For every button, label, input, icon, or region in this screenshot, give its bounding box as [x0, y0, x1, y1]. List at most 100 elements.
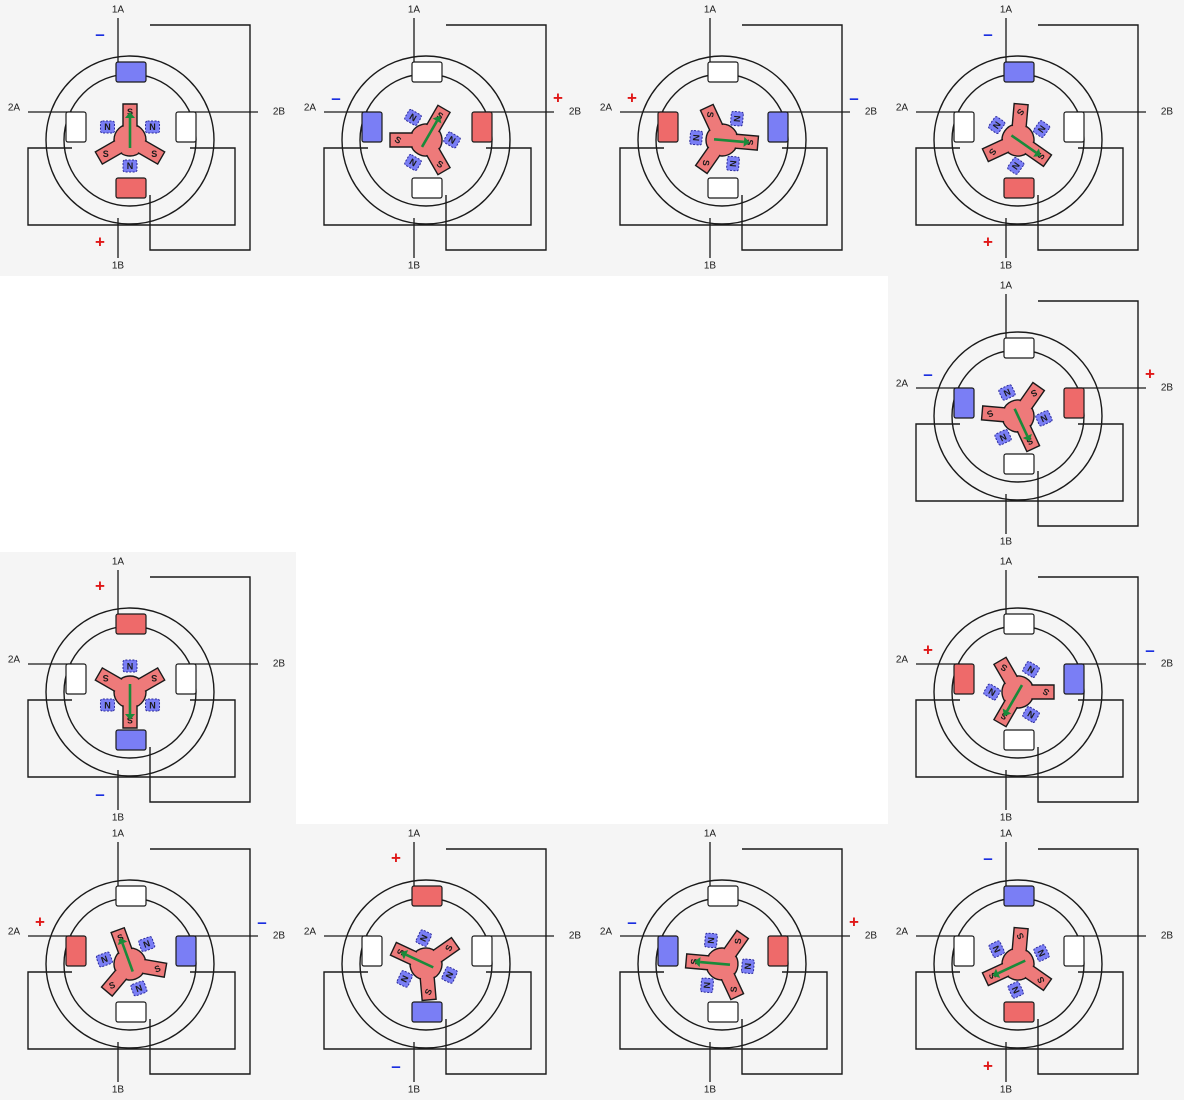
- stator-pole-top: [1003, 613, 1035, 635]
- panel-background: [888, 824, 1184, 1100]
- winding-2-wire: [915, 699, 1124, 778]
- stator-pole-left: [65, 111, 87, 143]
- stator-pole-bottom: [411, 177, 443, 199]
- terminal-label-1b: 1B: [408, 261, 421, 272]
- rotor-tooth-label: S: [393, 134, 403, 146]
- rotor-magnet-label: N: [1002, 387, 1012, 399]
- terminal-label-1b: 1B: [1000, 1085, 1013, 1096]
- rotor-magnet: [740, 958, 755, 975]
- rotor-magnet-label: N: [134, 983, 144, 995]
- rotor-magnet: [415, 929, 432, 947]
- rotor-tooth-label: S: [987, 147, 999, 158]
- winding-1-wire: [1037, 576, 1139, 803]
- terminal-label-1a: 1A: [1000, 829, 1013, 840]
- terminal-label-2a: 2A: [304, 927, 317, 938]
- stator-pole-bottom: [1003, 177, 1035, 199]
- winding-2-wire: [619, 971, 828, 1050]
- stator-pole-bottom: [115, 177, 147, 199]
- minus-sign-top: –: [983, 25, 992, 44]
- rotor-magnet-label: N: [447, 134, 458, 146]
- terminal-label-2b: 2B: [569, 931, 582, 942]
- terminal-label-1b: 1B: [112, 261, 125, 272]
- rotor-tooth-label: S: [1041, 686, 1051, 698]
- rotor-magnet: [988, 940, 1005, 958]
- stator-outer-ring: [637, 55, 807, 225]
- plus-sign-bottom: +: [983, 233, 993, 252]
- terminal-label-2a: 2A: [600, 103, 613, 114]
- rotor-tooth-label: S: [1015, 107, 1027, 118]
- stator-pole-left: [65, 663, 87, 695]
- rotor-direction-arrow: [121, 942, 134, 972]
- rotor-direction-arrow: [997, 959, 1026, 975]
- stator-pole-top: [1003, 61, 1035, 83]
- terminal-label-2b: 2B: [1161, 659, 1174, 670]
- rotor-magnet: [145, 698, 161, 712]
- panel-background: [296, 0, 592, 276]
- terminal-label-2b: 2B: [273, 107, 286, 118]
- rotor-magnet: [1007, 981, 1024, 999]
- stator-pole-right: [1063, 111, 1085, 143]
- rotor-magnet-label: N: [127, 661, 134, 671]
- rotor-tooth-label: S: [985, 408, 995, 420]
- rotor-magnet: [95, 951, 113, 968]
- rotor-magnet-label: N: [104, 700, 111, 710]
- rotor-magnet: [998, 384, 1016, 401]
- rotor-magnet-label: N: [998, 431, 1008, 443]
- rotor-tooth-label: S: [733, 938, 743, 945]
- terminal-label-2b: 2B: [1161, 383, 1174, 394]
- rotor-tooth-label: S: [116, 932, 125, 943]
- rotor-magnet: [145, 120, 161, 134]
- stator-pole-right: [175, 111, 197, 143]
- stator-pole-left: [657, 111, 679, 143]
- terminal-label-2b: 2B: [273, 659, 286, 670]
- stator-pole-right: [1063, 663, 1085, 695]
- rotor-direction-arrowhead: [743, 136, 750, 147]
- panel-background: [888, 276, 1184, 552]
- winding-1-wire: [445, 24, 547, 251]
- rotor-tooth-label: S: [1025, 436, 1035, 448]
- rotor-magnet: [988, 116, 1006, 134]
- terminal-label-2b: 2B: [865, 931, 878, 942]
- minus-sign-right: –: [257, 913, 266, 932]
- rotor-magnet-label: N: [991, 944, 1003, 954]
- rotor-magnet: [1033, 944, 1050, 962]
- rotor-tooth-label: S: [1035, 975, 1047, 985]
- rotor-magnet-label: N: [444, 970, 456, 980]
- rotor-magnet-label: N: [743, 963, 754, 970]
- rotor-magnet: [122, 159, 138, 173]
- rotor-direction-arrow: [713, 138, 745, 144]
- rotor-magnet: [443, 131, 461, 149]
- stator-pole-bottom: [115, 1001, 147, 1023]
- stator-pole-bottom: [1003, 453, 1035, 475]
- winding-1-wire: [1037, 848, 1139, 1075]
- terminal-label-1a: 1A: [704, 829, 717, 840]
- rotor-tooth-label: S: [745, 139, 755, 146]
- terminal-label-1b: 1B: [112, 813, 125, 824]
- stator-pole-right: [767, 935, 789, 967]
- rotor-tooth-label: S: [1015, 931, 1027, 941]
- terminal-label-1a: 1A: [408, 5, 421, 16]
- terminal-label-1b: 1B: [1000, 261, 1013, 272]
- terminal-label-2b: 2B: [569, 107, 582, 118]
- terminal-label-2a: 2A: [896, 655, 909, 666]
- terminal-label-2a: 2A: [896, 927, 909, 938]
- stator-pole-bottom: [411, 1001, 443, 1023]
- terminal-label-1b: 1B: [112, 1085, 125, 1096]
- rotor-direction-arrowhead: [694, 957, 701, 968]
- stator-pole-left: [953, 663, 975, 695]
- rotor-direction-arrowhead: [117, 937, 128, 946]
